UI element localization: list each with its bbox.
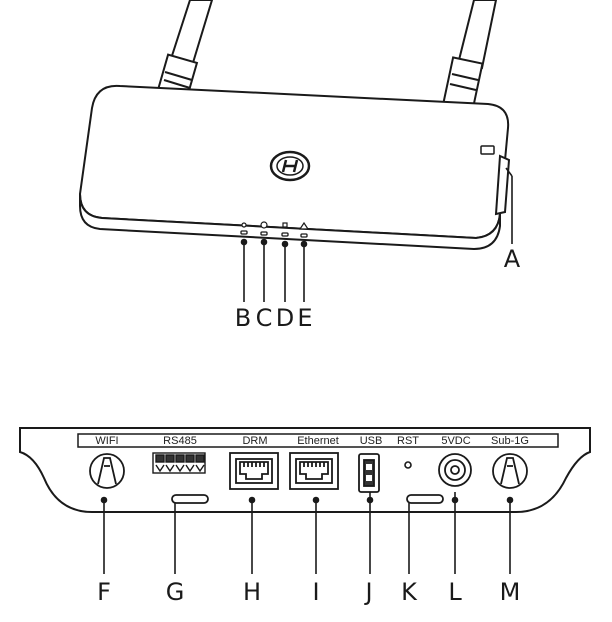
bottom-leader-lines [100, 492, 514, 574]
status-leds [240, 230, 308, 238]
callout-f: F [97, 578, 111, 606]
callout-c: C [256, 304, 273, 332]
label-rs485: RS485 [163, 435, 197, 447]
device-port-view: WIFI RS485 DRM Ethernet USB RST 5VDC Sub… [19, 427, 591, 606]
usb-port-icon [358, 453, 380, 493]
top-leader-lines [240, 167, 513, 302]
reset-pinhole-icon [404, 461, 412, 469]
label-usb: USB [360, 435, 383, 447]
label-5vdc: 5VDC [441, 435, 470, 447]
callout-m: M [500, 578, 521, 606]
sub1g-antenna-connector-icon [492, 453, 528, 489]
label-wifi: WIFI [95, 435, 118, 447]
device-top-view: A B C D E [78, 0, 521, 332]
slot-k [406, 494, 444, 504]
callout-e: E [297, 304, 312, 332]
drm-rj45-port-icon [229, 452, 279, 490]
led-symbols [241, 221, 310, 230]
callout-a: A [504, 245, 521, 273]
callout-j: J [363, 578, 372, 606]
callout-b: B [235, 304, 251, 332]
label-ethernet: Ethernet [297, 435, 339, 447]
dc-power-jack-icon [438, 453, 472, 487]
rs485-terminal-icon [152, 452, 206, 474]
left-antenna-icon [155, 0, 214, 103]
callout-i: I [312, 578, 319, 606]
port-label-strip [77, 433, 559, 448]
logo-icon [269, 150, 311, 182]
side-slot [494, 154, 511, 216]
right-antenna-icon [442, 0, 498, 110]
side-button [480, 145, 495, 155]
label-rst: RST [397, 435, 419, 447]
device-front-edge [79, 193, 501, 251]
callout-g: G [166, 578, 185, 606]
slot-g [171, 494, 209, 504]
ethernet-rj45-port-icon [289, 452, 339, 490]
label-sub1g: Sub-1G [491, 435, 529, 447]
wifi-antenna-connector-icon [89, 453, 125, 489]
callout-h: H [243, 578, 261, 606]
callout-k: K [401, 578, 418, 606]
callout-d: D [276, 304, 294, 332]
label-drm: DRM [242, 435, 267, 447]
callout-l: L [448, 578, 462, 606]
